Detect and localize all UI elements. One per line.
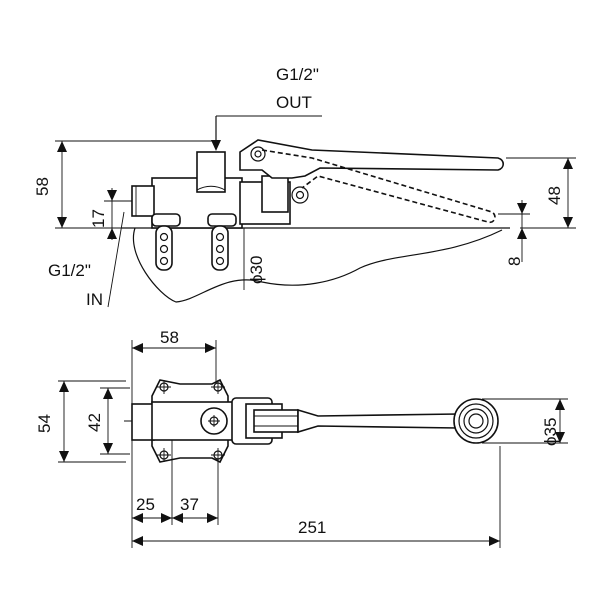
top-view: 58 54 42 25 37 251 ϕ35 (35, 328, 568, 548)
dim-top-width-outer: 54 (35, 414, 54, 433)
inlet-thread-label: G1/2" (48, 261, 91, 280)
pedal-lever (239, 139, 505, 179)
dim-pedal-height: 48 (545, 186, 564, 205)
anchor-lug-left (151, 213, 181, 271)
cartridge-cap (261, 175, 289, 213)
dim-pedal-diameter: ϕ35 (541, 418, 560, 446)
dim-side-height-inlet: 17 (89, 209, 108, 228)
lever-pivot (250, 146, 266, 162)
dim-top-width-inner: 42 (85, 413, 104, 432)
dim-top-offset-body: 37 (180, 495, 199, 514)
dim-top-total-length: 251 (298, 518, 326, 537)
pedal-plate-top (453, 398, 499, 444)
anchor-lug-right (207, 213, 237, 271)
outlet-word-label: OUT (276, 93, 312, 112)
dim-side-height-total: 58 (33, 177, 52, 196)
dim-hole-diameter: ϕ30 (247, 256, 266, 284)
inlet-leader (107, 211, 125, 308)
inlet-word-label: IN (86, 290, 103, 309)
inlet-nipple-top (131, 403, 155, 441)
pedal-lever-top (297, 408, 459, 434)
dim-top-offset-inlet: 25 (136, 495, 155, 514)
floor-section-outline (122, 227, 510, 303)
link-pin (291, 186, 309, 204)
inlet-nipple (131, 185, 155, 217)
side-view: G1/2" OUT 58 17 G1/2" IN ϕ30 48 8 (33, 65, 576, 309)
dim-top-body-length: 58 (160, 328, 179, 347)
outlet-thread-label: G1/2" (276, 65, 319, 84)
dim-pedal-min-height: 8 (505, 257, 524, 266)
outlet-stub (196, 151, 226, 193)
